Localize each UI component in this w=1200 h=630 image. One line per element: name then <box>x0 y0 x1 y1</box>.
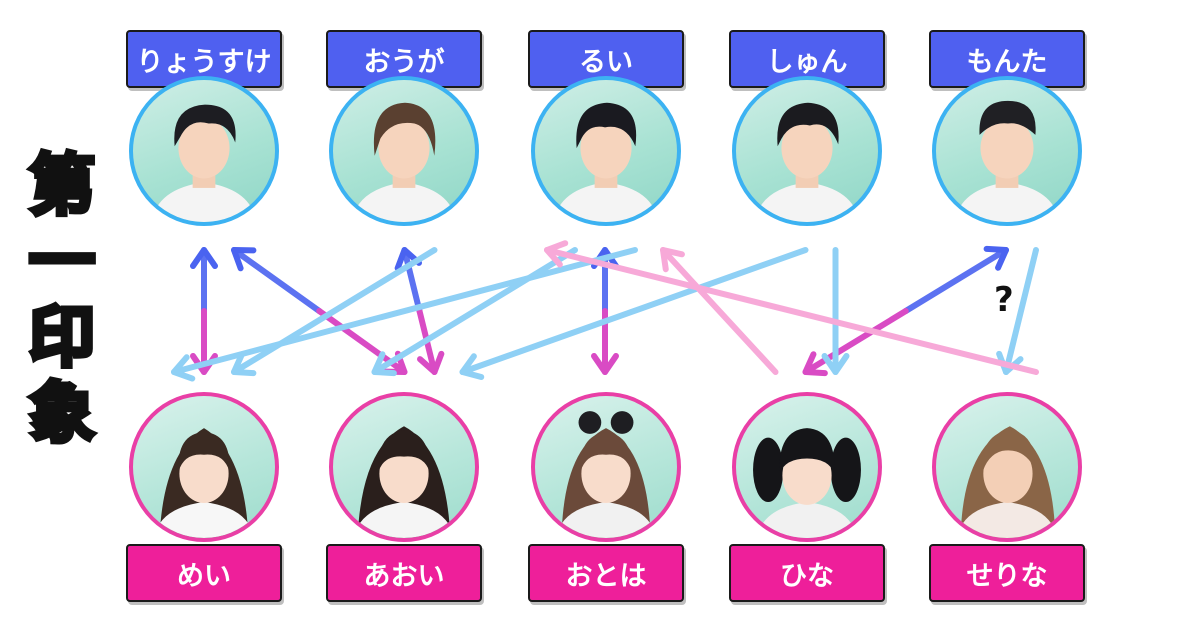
person-icon <box>753 428 861 538</box>
title-char: 第 <box>27 145 98 226</box>
boy-avatar <box>329 76 479 226</box>
person-icon <box>151 104 257 222</box>
boy_to_girl-arrow <box>996 247 1039 375</box>
page-title: 第 一 印 象 <box>22 145 102 454</box>
person-icon <box>553 102 659 222</box>
person-icon <box>351 102 457 222</box>
boy_to_girl-arrow <box>171 247 638 382</box>
girl_to_boy-arrow <box>660 247 779 375</box>
boy-avatar <box>732 76 882 226</box>
girl_to_boy-arrow <box>544 240 1039 375</box>
boy_to_girl-arrow <box>459 247 809 381</box>
person-icon <box>555 411 657 538</box>
boy_to_girl-arrow <box>821 247 850 375</box>
girl-name-label: あおい <box>326 544 482 602</box>
girl-avatar <box>932 392 1082 542</box>
girl-name-label: おとは <box>528 544 684 602</box>
girl-name-label: ひな <box>729 544 885 602</box>
title-char: 象 <box>27 373 98 454</box>
boy-avatar <box>129 76 279 226</box>
title-char: 印 <box>27 297 98 378</box>
girl-name-label: せりな <box>929 544 1085 602</box>
title-char: 一 <box>27 221 98 302</box>
boy_to_girl-arrow <box>231 247 438 377</box>
boy-avatar <box>932 76 1082 226</box>
boy_to_girl-arrow <box>371 247 578 377</box>
person-icon <box>956 426 1058 538</box>
girl-avatar <box>732 392 882 542</box>
person-icon <box>353 426 455 538</box>
person-icon <box>754 102 860 222</box>
girl-avatar <box>531 392 681 542</box>
question-mark: ? <box>994 280 1014 320</box>
girl-avatar <box>329 392 479 542</box>
boy-avatar <box>531 76 681 226</box>
person-icon <box>954 100 1060 222</box>
girl-avatar <box>129 392 279 542</box>
person-icon <box>153 428 255 538</box>
mutual-arrow <box>802 245 1009 377</box>
mutual-arrow <box>190 247 218 375</box>
girl-name-label: めい <box>126 544 282 602</box>
